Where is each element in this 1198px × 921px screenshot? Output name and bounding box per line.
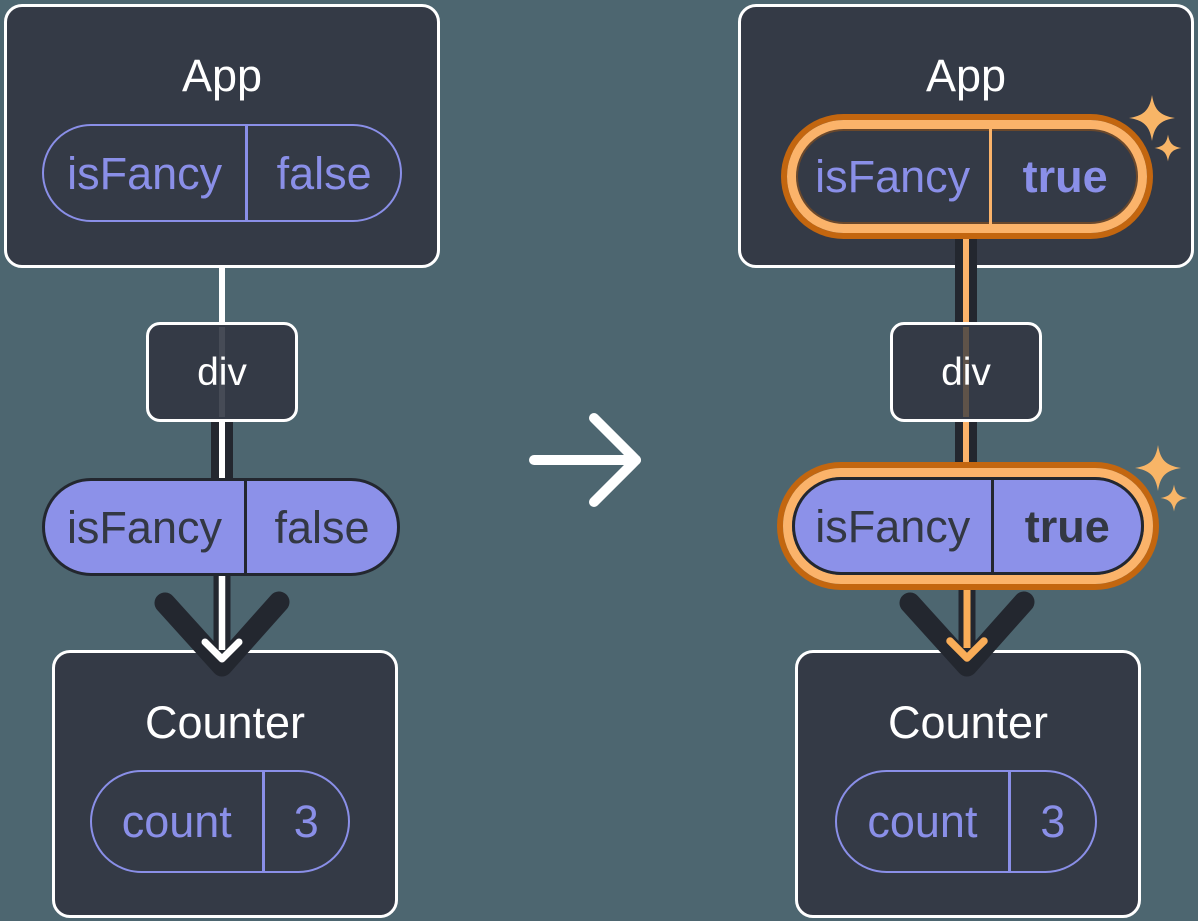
pill-divider xyxy=(1007,772,1011,871)
highlighted-app-state-pill: isFancy true xyxy=(787,120,1147,233)
state-value-cell: false xyxy=(276,147,372,199)
sparkle-small xyxy=(1160,484,1188,512)
state-value-cell: true xyxy=(1022,151,1108,202)
div-label: div xyxy=(197,351,247,394)
prop-pill: isFancy true xyxy=(792,477,1144,575)
pill-divider xyxy=(245,126,249,220)
div-label: div xyxy=(941,351,991,394)
right-arrow-icon xyxy=(529,413,641,507)
edge-app-to-div xyxy=(219,268,225,323)
down-arrow-icon xyxy=(899,572,1035,677)
state-key-cell: count xyxy=(867,796,978,847)
counter-title: Counter xyxy=(887,697,1049,748)
arrow-head xyxy=(946,637,988,662)
prop-key-cell: isFancy xyxy=(66,501,222,553)
pill-divider xyxy=(261,772,265,871)
prop-key-cell: isFancy xyxy=(815,500,971,552)
sparkle-icon xyxy=(1129,95,1182,162)
state-pill: isFancy true xyxy=(796,129,1138,224)
state-key-cell: isFancy xyxy=(815,151,971,202)
count-state-pill: count 3 xyxy=(90,770,350,873)
prop-pill: isFancy false xyxy=(42,478,400,576)
state-key-cell: count xyxy=(121,796,232,847)
state-value-cell: 3 xyxy=(1040,796,1066,847)
pill-divider xyxy=(243,481,247,573)
div-element-box xyxy=(890,322,1042,422)
edge-div-to-prop-core xyxy=(962,422,970,479)
arrow-head xyxy=(589,413,641,507)
dark-chevron xyxy=(899,591,1035,677)
sparkle-large xyxy=(1135,445,1181,491)
app-title: App xyxy=(181,50,263,101)
pass-through-line xyxy=(219,327,225,417)
pass-through-line xyxy=(963,327,969,417)
edge-app-to-div-core xyxy=(962,230,970,323)
sparkle-large xyxy=(1129,95,1175,141)
pill-divider xyxy=(990,480,994,572)
state-value-cell: 3 xyxy=(293,796,319,847)
highlighted-prop-pill: isFancy true xyxy=(783,468,1153,584)
sparkle-small xyxy=(1154,134,1182,162)
edge-div-to-prop-core xyxy=(219,422,225,479)
pill-divider xyxy=(989,129,993,224)
state-key-cell: isFancy xyxy=(67,147,223,199)
dark-chevron xyxy=(154,591,290,677)
prop-value-cell: false xyxy=(274,501,370,553)
div-element-box xyxy=(146,322,298,422)
counter-title: Counter xyxy=(144,697,306,748)
arrow-head xyxy=(201,638,243,663)
count-state-pill: count 3 xyxy=(835,770,1097,873)
prop-value-cell: true xyxy=(1024,500,1110,552)
app-state-pill: isFancy false xyxy=(42,124,402,222)
app-title: App xyxy=(925,50,1007,101)
down-arrow-icon xyxy=(154,574,290,677)
sparkle-icon xyxy=(1135,445,1188,512)
